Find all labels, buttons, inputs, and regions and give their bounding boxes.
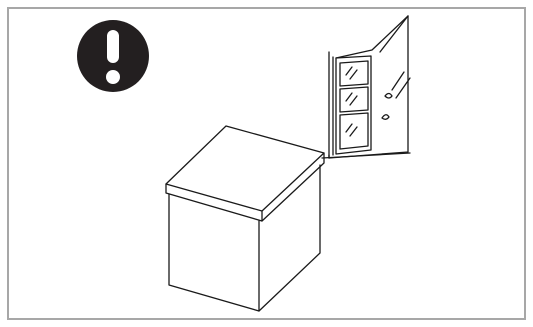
open-window-icon: [322, 16, 410, 158]
freezer-chest-icon: [166, 126, 324, 311]
exclamation-icon: [77, 20, 149, 92]
